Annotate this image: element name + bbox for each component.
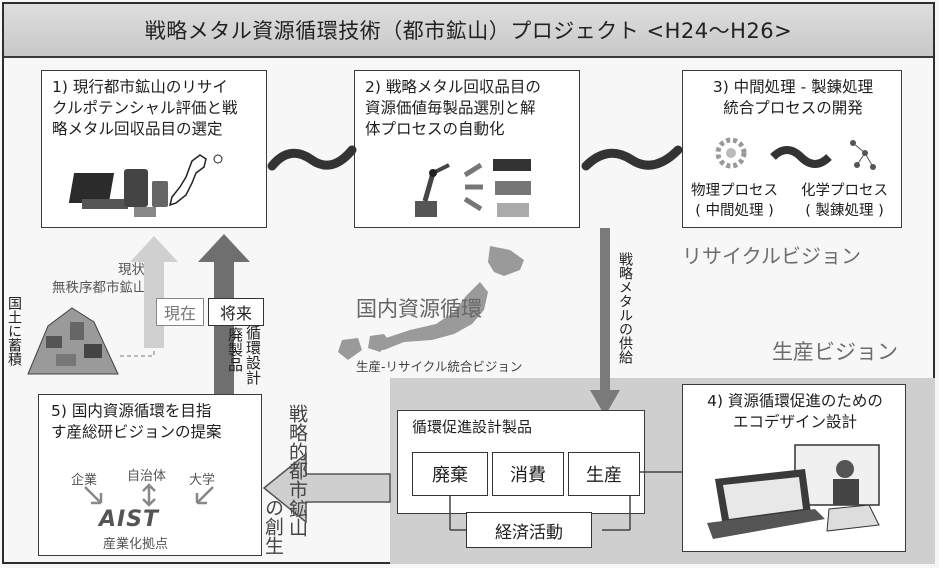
- cycle-products-label: 循環促進設計製品: [412, 418, 533, 436]
- chemical-process-line-2: ( 製錬処理 ): [805, 203, 884, 219]
- strategic-urban-mine-arrow: [262, 452, 391, 524]
- waste-products-label: 廃製品: [226, 327, 244, 372]
- future-tab: 将来: [208, 298, 264, 326]
- stage-1-line-3: 略メタル回収品目の選定: [52, 120, 223, 138]
- stage-4-line-1: 4) 資源循環促進のための: [707, 392, 883, 410]
- integrated-vision-label: 生産-リサイクル統合ビジョン: [356, 359, 523, 374]
- metal-supply-arrow: [590, 228, 620, 416]
- economy-connectors: [449, 496, 631, 531]
- chemical-process-line-1: 化学プロセス: [801, 183, 888, 199]
- company-label: 企業: [71, 473, 98, 488]
- handshake-icon-2: [581, 145, 683, 171]
- page-title: 戦略メタル資源循環技術（都市鉱山）プロジェクト <H24〜H26>: [4, 4, 933, 58]
- disposal-box: 廃棄: [412, 452, 488, 496]
- handshake-icon: [267, 145, 357, 171]
- stage-5-text: 5) 国内資源循環を目指 す産総研ビジョンの提案: [51, 401, 222, 443]
- stage-1-line-2: クルポテンシャル評価と戦: [52, 99, 238, 117]
- designer-laptop-illustration: [707, 444, 880, 539]
- creation-label: の創生: [262, 498, 284, 555]
- recycle-vision-label: リサイクルビジョン: [682, 244, 861, 268]
- stage-5-line-2: す産総研ビジョンの提案: [51, 423, 222, 441]
- production-link-line: [640, 471, 684, 473]
- stage-4-text: 4) 資源循環促進のための エコデザイン設計: [683, 391, 907, 433]
- stage-3-box: 3) 中間処理 - 製錬処理 統合プロセスの開発 物理プロセス ( 中間処理 )…: [682, 70, 902, 228]
- strategic-urban-mine-label: 戦略的都市鉱山: [286, 404, 308, 537]
- cycle-design-label: 循環設計: [244, 325, 262, 385]
- stage-4-box: 4) 資源循環促進のための エコデザイン設計: [682, 384, 906, 552]
- stage-3-text: 3) 中間処理 - 製錬処理 統合プロセスの開発: [683, 77, 903, 119]
- industrial-hub-label: 産業化拠点: [103, 537, 169, 552]
- physical-process-line-1: 物理プロセス: [691, 183, 778, 199]
- present-tab: 現在: [156, 298, 204, 326]
- stage-2-box: 2) 戦略メタル回収品目の 資源価値毎製品選別と解 体プロセスの自動化: [354, 70, 580, 228]
- stage-5-box: 5) 国内資源循環を目指 す産総研ビジョンの提案 企業 自治体 大学 AIST …: [38, 394, 262, 556]
- domestic-cycle-label: 国内資源循環: [356, 297, 482, 321]
- economic-activity-box: 経済活動: [466, 512, 592, 548]
- gear-handshake-molecule-illustration: [715, 137, 876, 170]
- consumption-box: 消費: [492, 452, 564, 496]
- present-arrow: [120, 236, 178, 357]
- stage-5-line-1: 5) 国内資源循環を目指: [51, 402, 212, 420]
- convergence-arrows: [84, 483, 214, 507]
- stage-2-line-1: 2) 戦略メタル回収品目の: [365, 78, 541, 96]
- production-vision-label: 生産ビジョン: [772, 340, 898, 364]
- municipality-label: 自治体: [127, 469, 167, 484]
- physical-process-line-2: ( 中間処理 ): [695, 203, 774, 219]
- robot-sorting-illustration: [415, 159, 531, 217]
- stage-1-text: 1) 現行都市鉱山のリサイ クルポテンシャル評価と戦 略メタル回収品目の選定: [52, 77, 238, 140]
- stage-2-line-3: 体プロセスの自動化: [365, 120, 505, 138]
- stage-2-text: 2) 戦略メタル回収品目の 資源価値毎製品選別と解 体プロセスの自動化: [365, 77, 541, 140]
- devices-japan-illustration: [68, 154, 223, 217]
- stage-1-box: 1) 現行都市鉱山のリサイ クルポテンシャル評価と戦 略メタル回収品目の選定: [41, 70, 267, 228]
- junk-pile-illustration: [27, 307, 119, 375]
- current-mine-line-2: 無秩序都市鉱山: [52, 280, 147, 296]
- stage-4-line-2: エコデザイン設計: [732, 413, 857, 431]
- stage-3-line-2: 統合プロセスの開発: [723, 99, 863, 117]
- metal-supply-label: 戦略メタルの供給: [617, 252, 633, 364]
- stage-2-line-2: 資源価値毎製品選別と解: [365, 99, 536, 117]
- accumulated-label: 国土に蓄積: [6, 296, 22, 366]
- chemical-process-label: 化学プロセス ( 製錬処理 ): [801, 181, 888, 221]
- physical-process-label: 物理プロセス ( 中間処理 ): [691, 181, 778, 221]
- stage-3-line-1: 3) 中間処理 - 製錬処理: [712, 78, 874, 96]
- production-box: 生産: [568, 452, 640, 496]
- aist-logo: AIST: [99, 507, 160, 532]
- university-label: 大学: [189, 473, 216, 488]
- japan-map-illustration: [338, 246, 524, 360]
- stage-1-line-1: 1) 現行都市鉱山のリサイ: [52, 78, 228, 96]
